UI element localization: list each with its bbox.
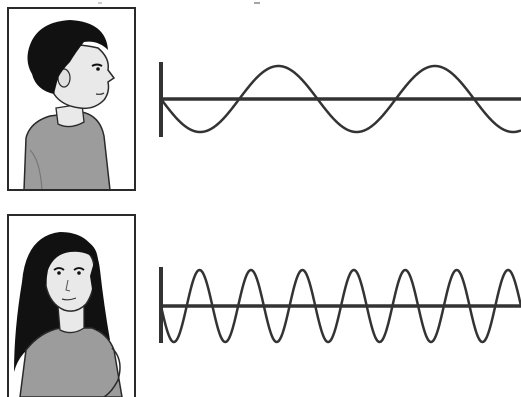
girl-portrait-icon [14, 232, 123, 397]
boy-sound-wave [159, 62, 521, 137]
boy-row [7, 7, 521, 191]
boy-portrait-icon [23, 20, 116, 189]
girl-wave-curve [159, 268, 521, 344]
girl-row [7, 214, 521, 397]
boy-wave-curve [160, 64, 521, 134]
girl-sound-wave [159, 267, 521, 344]
